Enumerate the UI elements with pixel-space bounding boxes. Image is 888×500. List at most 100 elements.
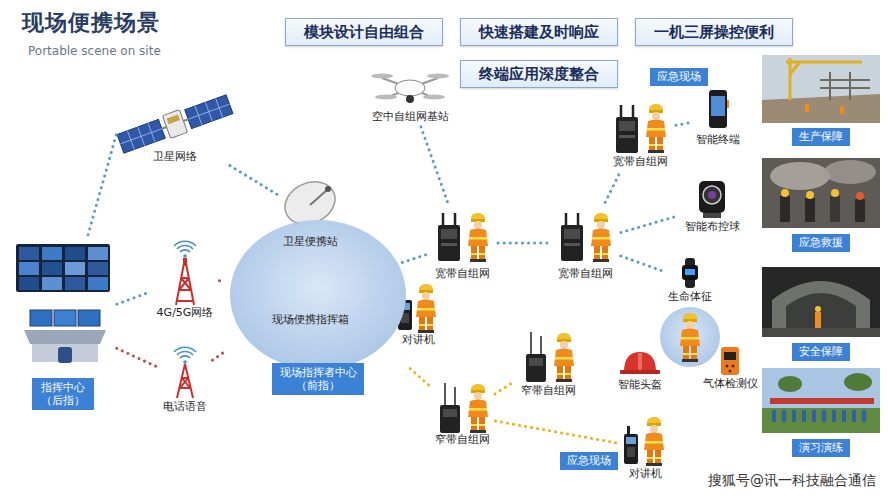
art-part <box>831 189 839 197</box>
device-label: 窄带自组网 <box>521 384 576 398</box>
ellipse-shape <box>230 220 406 370</box>
label-tag: 应急现场 <box>560 452 618 470</box>
art-part <box>65 262 85 275</box>
art-part <box>721 347 739 375</box>
watermark: 搜狐号@讯一科技融合通信 <box>708 472 876 488</box>
art-part <box>591 213 611 262</box>
art-part <box>117 119 165 153</box>
tag-text: 指挥中心（后指） <box>32 378 94 410</box>
tag-text: 应急现场 <box>657 70 701 84</box>
art-part <box>729 370 732 373</box>
label-tag: 生产保障 <box>792 128 850 146</box>
art-part <box>727 100 729 108</box>
art-part <box>116 93 233 155</box>
dotted-link <box>88 135 116 235</box>
art-part <box>554 333 574 382</box>
device-label: 卫星网络 <box>153 150 197 164</box>
dotted-link <box>498 242 549 245</box>
art-part <box>183 360 187 364</box>
art-part <box>660 307 720 367</box>
art-part <box>726 365 729 368</box>
dotted-link <box>213 351 226 360</box>
art-part <box>427 74 449 79</box>
dotted-link <box>621 256 662 271</box>
art-part <box>620 370 660 374</box>
art-part <box>805 198 815 222</box>
art-part <box>406 95 414 103</box>
art-part <box>16 244 110 292</box>
art-part <box>862 410 866 422</box>
art-part <box>781 189 789 197</box>
art-part <box>440 383 460 433</box>
command-center-node: 指挥中心（后指） <box>12 238 114 410</box>
art-part <box>42 277 62 290</box>
device-node: 生命体征 <box>665 258 715 304</box>
art-part <box>724 352 736 360</box>
art-part <box>624 352 656 372</box>
art-part <box>468 384 488 433</box>
art-part <box>19 262 39 275</box>
dotted-link <box>220 279 226 282</box>
device-label: 气体检测仪 <box>703 377 758 391</box>
art-part <box>174 241 196 252</box>
art-part <box>762 158 880 228</box>
art-part <box>822 410 826 422</box>
art-part <box>78 310 100 326</box>
dotted-link <box>230 166 277 195</box>
feature-box: 终端应用深度整合 <box>460 60 618 88</box>
art-part <box>30 310 52 326</box>
dotted-link <box>410 369 429 386</box>
art-part <box>842 410 846 422</box>
device-node: 气体检测仪 <box>700 345 761 391</box>
feature-box: 一机三屏操控便利 <box>635 18 793 46</box>
art-part <box>42 247 62 260</box>
feature-text: 终端应用深度整合 <box>471 64 607 84</box>
art-part <box>42 262 62 275</box>
art-part <box>371 74 393 79</box>
art-part <box>703 186 721 204</box>
art-part <box>177 246 193 249</box>
art-part <box>180 250 190 252</box>
device-label: 卫星便携站 <box>283 235 338 249</box>
tag-text: 演习演练 <box>799 441 843 455</box>
art-part <box>32 344 98 362</box>
device-label: 4G/5G网络 <box>157 306 214 320</box>
art-part <box>54 310 76 326</box>
art-part <box>646 104 666 153</box>
tag-text: 应急救援 <box>799 236 843 250</box>
field-command-ellipse: 现场指挥者中心（前指）卫星便携站现场便携指挥箱 <box>228 175 408 397</box>
art-part <box>438 213 460 261</box>
art-part <box>852 410 856 422</box>
device-label: 窄带自组网 <box>435 433 490 447</box>
device-node: 窄带自组网 <box>432 383 493 447</box>
art-part <box>176 258 194 305</box>
art-part <box>703 213 721 218</box>
device-label: 宽带自组网 <box>558 267 613 281</box>
art-part <box>840 106 844 114</box>
art-part <box>812 410 816 422</box>
dotted-link <box>117 348 158 367</box>
device-label: 宽带自组网 <box>613 155 668 169</box>
subtitle-box: Portable scene on site <box>28 40 161 59</box>
label-tag: 演习演练 <box>792 439 850 457</box>
device-label: 现场便携指挥箱 <box>272 313 349 327</box>
art-part <box>762 55 880 123</box>
device-label: 空中自组网基站 <box>372 110 449 124</box>
dotted-link <box>621 216 679 233</box>
feature-box: 快速搭建及时响应 <box>460 18 618 46</box>
art-part <box>177 364 193 398</box>
art-part <box>762 94 880 123</box>
dotted-link <box>605 172 620 203</box>
art-part <box>167 114 180 124</box>
device-node: 智能终端 <box>693 88 743 147</box>
art-part <box>772 410 776 422</box>
art-part <box>117 119 165 153</box>
art-part <box>680 313 700 362</box>
device-label: 智能布控球 <box>685 220 740 234</box>
art-part <box>185 95 233 129</box>
art-part <box>526 332 546 382</box>
art-part <box>416 284 436 333</box>
art-part <box>395 80 425 96</box>
art-part <box>815 306 821 312</box>
